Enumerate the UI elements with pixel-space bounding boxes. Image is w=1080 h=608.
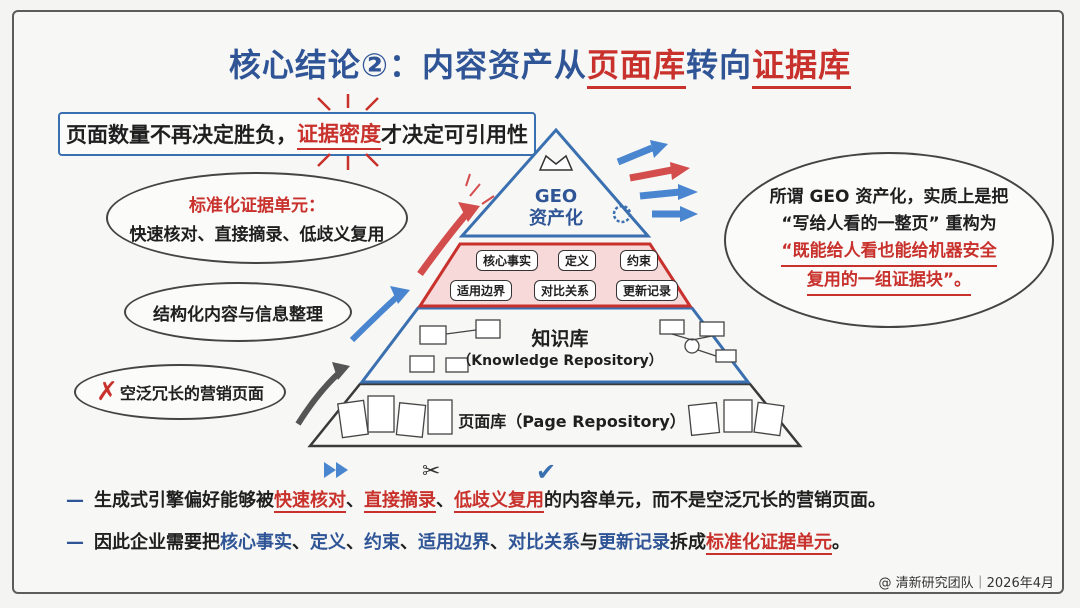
tagline-highlight: 证据密度 [297,118,381,150]
chip-comparison: 对比关系 [534,280,597,301]
chip-update-log: 更新记录 [616,280,679,301]
knowledge-label: 知识库 [531,328,589,350]
gear-icon [612,204,632,224]
crown-icon [538,154,574,171]
page-title: 核心结论②：内容资产从页面库转向证据库 [0,40,1080,89]
credit-text: @ 清新研究团队｜2026年4月 [878,576,1055,591]
chip-boundary: 适用边界 [450,280,513,301]
title-highlight-evidence: 证据库 [752,46,852,89]
cloud-def-line2: “写给人看的一整页” 重构为 [781,214,997,234]
emphasis-marks [317,94,379,170]
cloud-def-line3: “既能给人看也能给机器安全 [781,238,997,267]
conclusion-line-2: —因此企业需要把核心事实、定义、约束、适用边界、对比关系与更新记录拆成标准化证据… [66,532,850,555]
rising-arrows [295,173,495,426]
fast-forward-icon [324,462,348,478]
chip-constraint: 约束 [620,250,659,271]
tier-top [458,127,652,238]
title-highlight-page: 页面库 [587,46,687,89]
knowledge-en-label: （Knowledge Repository） [457,353,663,369]
folder-tree-icon [409,319,501,373]
cloud-structured: 结构化内容与信息整理 [124,282,352,342]
scissors-icon: ✂ [422,459,440,484]
checkmark-icon: ✔ [536,458,556,486]
cloud-standard-body: 快速核对、直接摘录、低歧义复用 [129,225,385,245]
chip-definition: 定义 [558,250,597,271]
network-graph-icon [659,319,737,363]
cross-icon: ✗ [96,377,118,407]
document-pile-icon [337,395,785,439]
cloud-def-line4: 复用的一组证据块”。 [806,267,972,296]
right-arrows [616,140,698,222]
page-repo-label: 页面库（Page Repository） [458,412,686,431]
chip-core-fact: 核心事实 [476,250,539,271]
cloud-def-line1: 所谓 GEO 资产化，实质上是把 [769,187,1009,207]
cloud-standard-heading: 标准化证据单元： [189,196,325,216]
cloud-verbose: ✗空泛冗长的营销页面 [74,364,286,420]
cloud-definition: 所谓 GEO 资产化，实质上是把 “写给人看的一整页” 重构为 “既能给人看也能… [724,152,1054,328]
tagline-box: 页面数量不再决定胜负，证据密度才决定可引用性 [58,112,536,156]
cloud-standard-unit: 标准化证据单元： 快速核对、直接摘录、低歧义复用 [106,172,408,264]
conclusion-line-1: —生成式引擎偏好能够被快速核对、直接摘录、低歧义复用的内容单元，而不是空泛冗长的… [66,490,886,513]
